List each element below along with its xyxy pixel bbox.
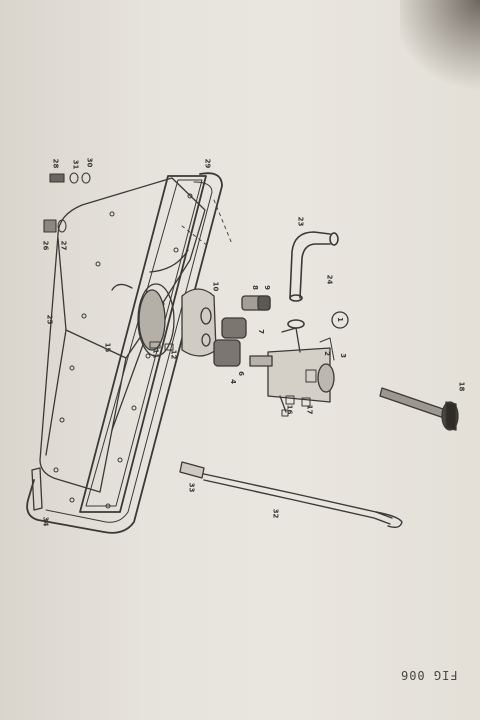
- callout-29: 29: [203, 158, 212, 169]
- callout-3: 3: [338, 353, 347, 358]
- sump-gasket: [79, 175, 207, 513]
- frame-bolt-holes: [53, 193, 193, 509]
- suction-pipe: [287, 231, 339, 329]
- callout-18: 18: [457, 381, 466, 392]
- callout-30: 30: [85, 157, 94, 168]
- pump-body: [181, 288, 217, 357]
- corner-shadow: [400, 0, 480, 90]
- callout-15: 15: [103, 342, 112, 353]
- oil-pan: [39, 177, 206, 493]
- callout-11: 11: [151, 348, 160, 359]
- callout-6: 6: [236, 371, 245, 376]
- callout-32: 32: [271, 508, 280, 519]
- figure-caption: FIG 006: [400, 668, 458, 682]
- callout-16: 16: [285, 404, 294, 415]
- top-bolts: [43, 172, 91, 233]
- dipstick-tube: [203, 473, 403, 529]
- ring-1: [331, 311, 349, 329]
- sleeve-33: [179, 461, 205, 479]
- callout-25: 25: [45, 314, 54, 325]
- bracket: [31, 467, 43, 511]
- small-bolts: [149, 341, 317, 417]
- callout-28: 28: [51, 158, 60, 169]
- callout-31: 31: [71, 159, 80, 170]
- callout-33: 33: [187, 482, 196, 493]
- pump-housing: [249, 327, 335, 413]
- callout-12: 12: [169, 349, 178, 360]
- callout-7: 7: [256, 329, 265, 334]
- callout-1: 1: [335, 317, 344, 322]
- drive-shaft: [379, 387, 459, 431]
- callout-27: 27: [59, 240, 68, 251]
- pump-cover: [137, 283, 175, 357]
- callout-9: 9: [262, 285, 271, 290]
- callout-8: 8: [250, 285, 259, 290]
- callout-2: 2: [322, 351, 331, 356]
- callout-26: 26: [41, 240, 50, 251]
- pump-gears: [213, 295, 271, 367]
- callout-4: 4: [228, 379, 237, 384]
- callout-34: 34: [41, 516, 50, 527]
- callout-17: 17: [305, 404, 314, 415]
- callout-24: 24: [325, 274, 334, 285]
- callout-10: 10: [211, 281, 220, 292]
- callout-23: 23: [296, 216, 305, 227]
- pan-frame: [26, 172, 223, 534]
